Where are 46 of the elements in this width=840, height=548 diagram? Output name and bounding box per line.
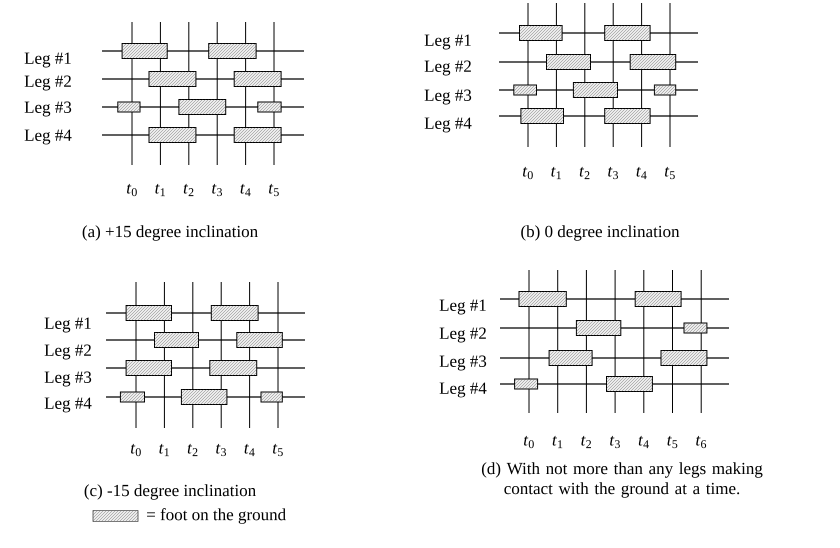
leg-label: Leg #3 [44, 372, 92, 386]
panel-caption: (d) With not more than any legs making contact with the ground at a time. [482, 462, 763, 498]
leg-label: Leg #2 [44, 344, 91, 360]
leg-label: Leg #2 [24, 76, 71, 90]
time-label: t$_{6}$ [696, 436, 706, 448]
time-label: t$_{5}$ [273, 444, 283, 456]
leg-label: Leg #3 [24, 102, 72, 116]
time-label: t$_{4}$ [636, 166, 647, 180]
leg-label: Leg #4 [440, 382, 487, 398]
leg-label: Leg #1 [44, 318, 91, 332]
time-label: t$_{3}$ [608, 166, 618, 180]
leg-label: Leg #1 [24, 52, 71, 68]
time-label: t$_{0}$ [131, 444, 141, 456]
legend-text: = foot on the ground [147, 508, 286, 524]
time-label: t$_{5}$ [269, 184, 279, 196]
leg-label: Leg #4 [24, 130, 72, 144]
time-label: t$_{0}$ [524, 436, 534, 448]
time-label: t$_{1}$ [552, 436, 562, 448]
leg-label: Leg #1 [440, 300, 486, 314]
time-label: t$_{4}$ [638, 436, 649, 448]
time-label: t$_{1}$ [155, 184, 165, 196]
leg-label: Leg #4 [44, 398, 92, 412]
time-label: t$_{0}$ [127, 184, 137, 196]
time-label: t$_{2}$ [188, 444, 198, 456]
leg-label: Leg #1 [424, 34, 471, 50]
time-label: t$_{4}$ [240, 184, 251, 196]
time-label: t$_{1}$ [551, 166, 561, 180]
leg-label: Leg #2 [440, 328, 486, 342]
panel-caption: (b) 0 degree inclination [521, 225, 680, 241]
panel-caption: (c) -15 degree inclination [84, 484, 256, 500]
time-label: t$_{2}$ [580, 166, 590, 180]
time-label: t$_{3}$ [610, 436, 620, 448]
time-label: t$_{3}$ [212, 184, 222, 196]
time-label: t$_{4}$ [244, 444, 255, 456]
time-label: t$_{2}$ [184, 184, 194, 196]
leg-label: Leg #4 [424, 118, 472, 132]
time-label: t$_{5}$ [665, 166, 675, 180]
leg-label: Leg #3 [424, 90, 472, 104]
time-label: t$_{1}$ [159, 444, 169, 456]
time-label: t$_{5}$ [668, 436, 678, 448]
leg-label: Leg #2 [424, 60, 471, 76]
leg-label: Leg #3 [440, 356, 486, 370]
panel-caption: (a) +15 degree inclination [82, 225, 258, 241]
time-label: t$_{0}$ [523, 166, 533, 180]
time-label: t$_{3}$ [216, 444, 226, 456]
time-label: t$_{2}$ [581, 436, 591, 448]
